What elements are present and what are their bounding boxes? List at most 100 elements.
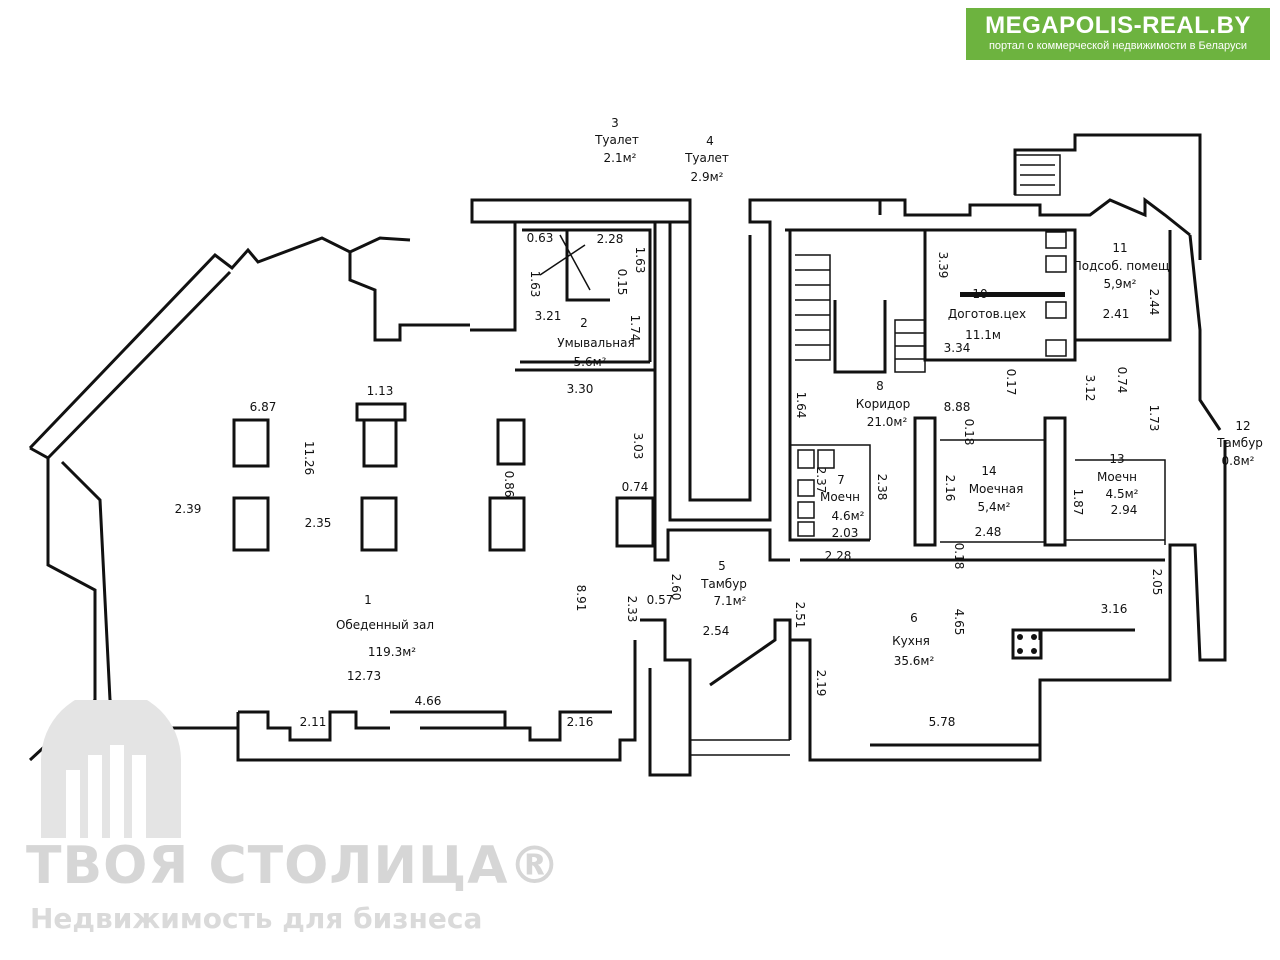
room-4-id: 4: [706, 134, 714, 148]
room-13-id: 13: [1109, 452, 1124, 466]
room-10: 10 Доготов.цех 11.1м: [948, 287, 1026, 342]
room-4-area: 2.9м²: [691, 170, 724, 184]
dim-label: 1.63: [633, 247, 647, 274]
dim-label: 2.41: [1103, 307, 1130, 321]
room-labels: 1 Обеденный зал 119.3м² 2 Умывальная 5.6…: [336, 116, 1263, 668]
room-4-name: Туалет: [684, 151, 729, 165]
watermark-logo-icon: [41, 700, 181, 838]
dim-label: 4.66: [415, 694, 442, 708]
room-3-name: Туалет: [594, 133, 639, 147]
dim-label: 2.94: [1111, 503, 1138, 517]
room-5-area: 7.1м²: [714, 594, 747, 608]
room-14-name: Моечная: [969, 482, 1024, 496]
room-10-area: 11.1м: [965, 328, 1001, 342]
room-7: 7 Моечн 4.6м²: [820, 473, 865, 523]
room-1-name: Обеденный зал: [336, 618, 434, 632]
dim-label: 0.18: [962, 419, 976, 446]
watermark-name: ТВОЯ СТОЛИЦА®: [26, 836, 562, 896]
dim-label: 2.28: [597, 232, 624, 246]
dim-label: 2.51: [793, 602, 807, 629]
dim-label: 4.65: [952, 609, 966, 636]
room-7-id: 7: [837, 473, 845, 487]
room-5-name: Тамбур: [700, 577, 747, 591]
room-6: 6 Кухня 35.6м²: [892, 611, 934, 668]
dim-label: 3.21: [535, 309, 562, 323]
dim-label: 1.64: [794, 392, 808, 419]
dim-label: 1.87: [1071, 489, 1085, 516]
dim-label: 5.78: [929, 715, 956, 729]
room-2-name: Умывальная: [557, 336, 634, 350]
dim-label: 3.16: [1101, 602, 1128, 616]
room-8-name: Коридор: [856, 397, 911, 411]
dim-label: 0.63: [527, 231, 554, 245]
room-1-area: 119.3м²: [368, 645, 416, 659]
dim-label: 8.91: [574, 585, 588, 612]
dim-label: 0.86: [502, 471, 516, 498]
room-11-area: 5,9м²: [1104, 277, 1137, 291]
dim-label: 12.73: [347, 669, 381, 683]
dim-label: 2.33: [625, 596, 639, 623]
room-14: 14 Моечная 5,4м²: [969, 464, 1024, 514]
dim-label: 2.37: [814, 467, 828, 494]
dim-label: 2.48: [975, 525, 1002, 539]
dim-label: 1.74: [628, 315, 642, 342]
room-12-name: Тамбур: [1216, 436, 1263, 450]
room-3-area: 2.1м²: [604, 151, 637, 165]
dim-label: 1.63: [528, 271, 542, 298]
dim-label: 2.60: [669, 574, 683, 601]
dim-label: 2.16: [943, 475, 957, 502]
room-13-name: Моечн: [1097, 470, 1137, 484]
dim-label: 0.74: [1115, 367, 1129, 394]
room-14-id: 14: [981, 464, 996, 478]
dim-label: 3.30: [567, 382, 594, 396]
room-3-id: 3: [611, 116, 619, 130]
room-6-area: 35.6м²: [894, 654, 935, 668]
room-2-area: 5.6м²: [574, 355, 607, 369]
room-14-area: 5,4м²: [978, 500, 1011, 514]
room-6-id: 6: [910, 611, 918, 625]
room-5: 5 Тамбур 7.1м²: [700, 559, 747, 608]
room-12-id: 12: [1235, 419, 1250, 433]
dimension-labels: 6.87 1.13 11.26 2.39 2.35 0.86 3.30 3.03…: [175, 231, 1164, 729]
dim-label: 2.03: [832, 526, 859, 540]
banner-subtitle: портал о коммерческой недвижимости в Бел…: [988, 40, 1248, 52]
room-2: 2 Умывальная 5.6м²: [557, 316, 634, 369]
room-12: 12 Тамбур 0.8м²: [1216, 419, 1263, 468]
room-3: 3 Туалет 2.1м²: [594, 116, 639, 165]
walls: [28, 133, 1227, 777]
room-13-area: 4.5м²: [1106, 487, 1139, 501]
dim-label: 2.05: [1150, 569, 1164, 596]
dim-label: 0.17: [1004, 369, 1018, 396]
watermark-tagline: Недвижимость для бизнеса: [30, 902, 483, 935]
room-8-area: 21.0м²: [867, 415, 908, 429]
room-2-id: 2: [580, 316, 588, 330]
dim-label: 2.54: [703, 624, 730, 638]
dim-label: 0.57: [647, 593, 674, 607]
dim-label: 3.12: [1083, 375, 1097, 402]
dim-label: 2.28: [825, 549, 852, 563]
room-13: 13 Моечн 4.5м²: [1097, 452, 1139, 501]
dim-label: 8.88: [944, 400, 971, 414]
dim-label: 0.15: [615, 269, 629, 296]
room-1: 1 Обеденный зал 119.3м²: [336, 593, 434, 659]
banner-title: MEGAPOLIS-REAL.BY: [985, 12, 1251, 39]
dim-label: 2.38: [875, 474, 889, 501]
dim-label: 3.03: [631, 433, 645, 460]
dim-label: 3.39: [936, 252, 950, 279]
dim-label: 2.35: [305, 516, 332, 530]
dim-label: 2.16: [567, 715, 594, 729]
room-11-id: 11: [1112, 241, 1127, 255]
room-10-id: 10: [972, 287, 987, 301]
dim-label: 11.26: [302, 441, 316, 475]
room-7-name: Моечн: [820, 490, 860, 504]
site-banner[interactable]: MEGAPOLIS-REAL.BY портал о коммерческой …: [966, 8, 1270, 60]
dim-label: 2.39: [175, 502, 202, 516]
room-6-name: Кухня: [892, 634, 930, 648]
columns: [232, 231, 1067, 660]
dim-label: 1.13: [367, 384, 394, 398]
dim-label: 6.87: [250, 400, 277, 414]
room-11-name: Подсоб. помещ: [1073, 259, 1170, 273]
dim-label: 3.34: [944, 341, 971, 355]
room-4: 4 Туалет 2.9м²: [684, 134, 729, 184]
